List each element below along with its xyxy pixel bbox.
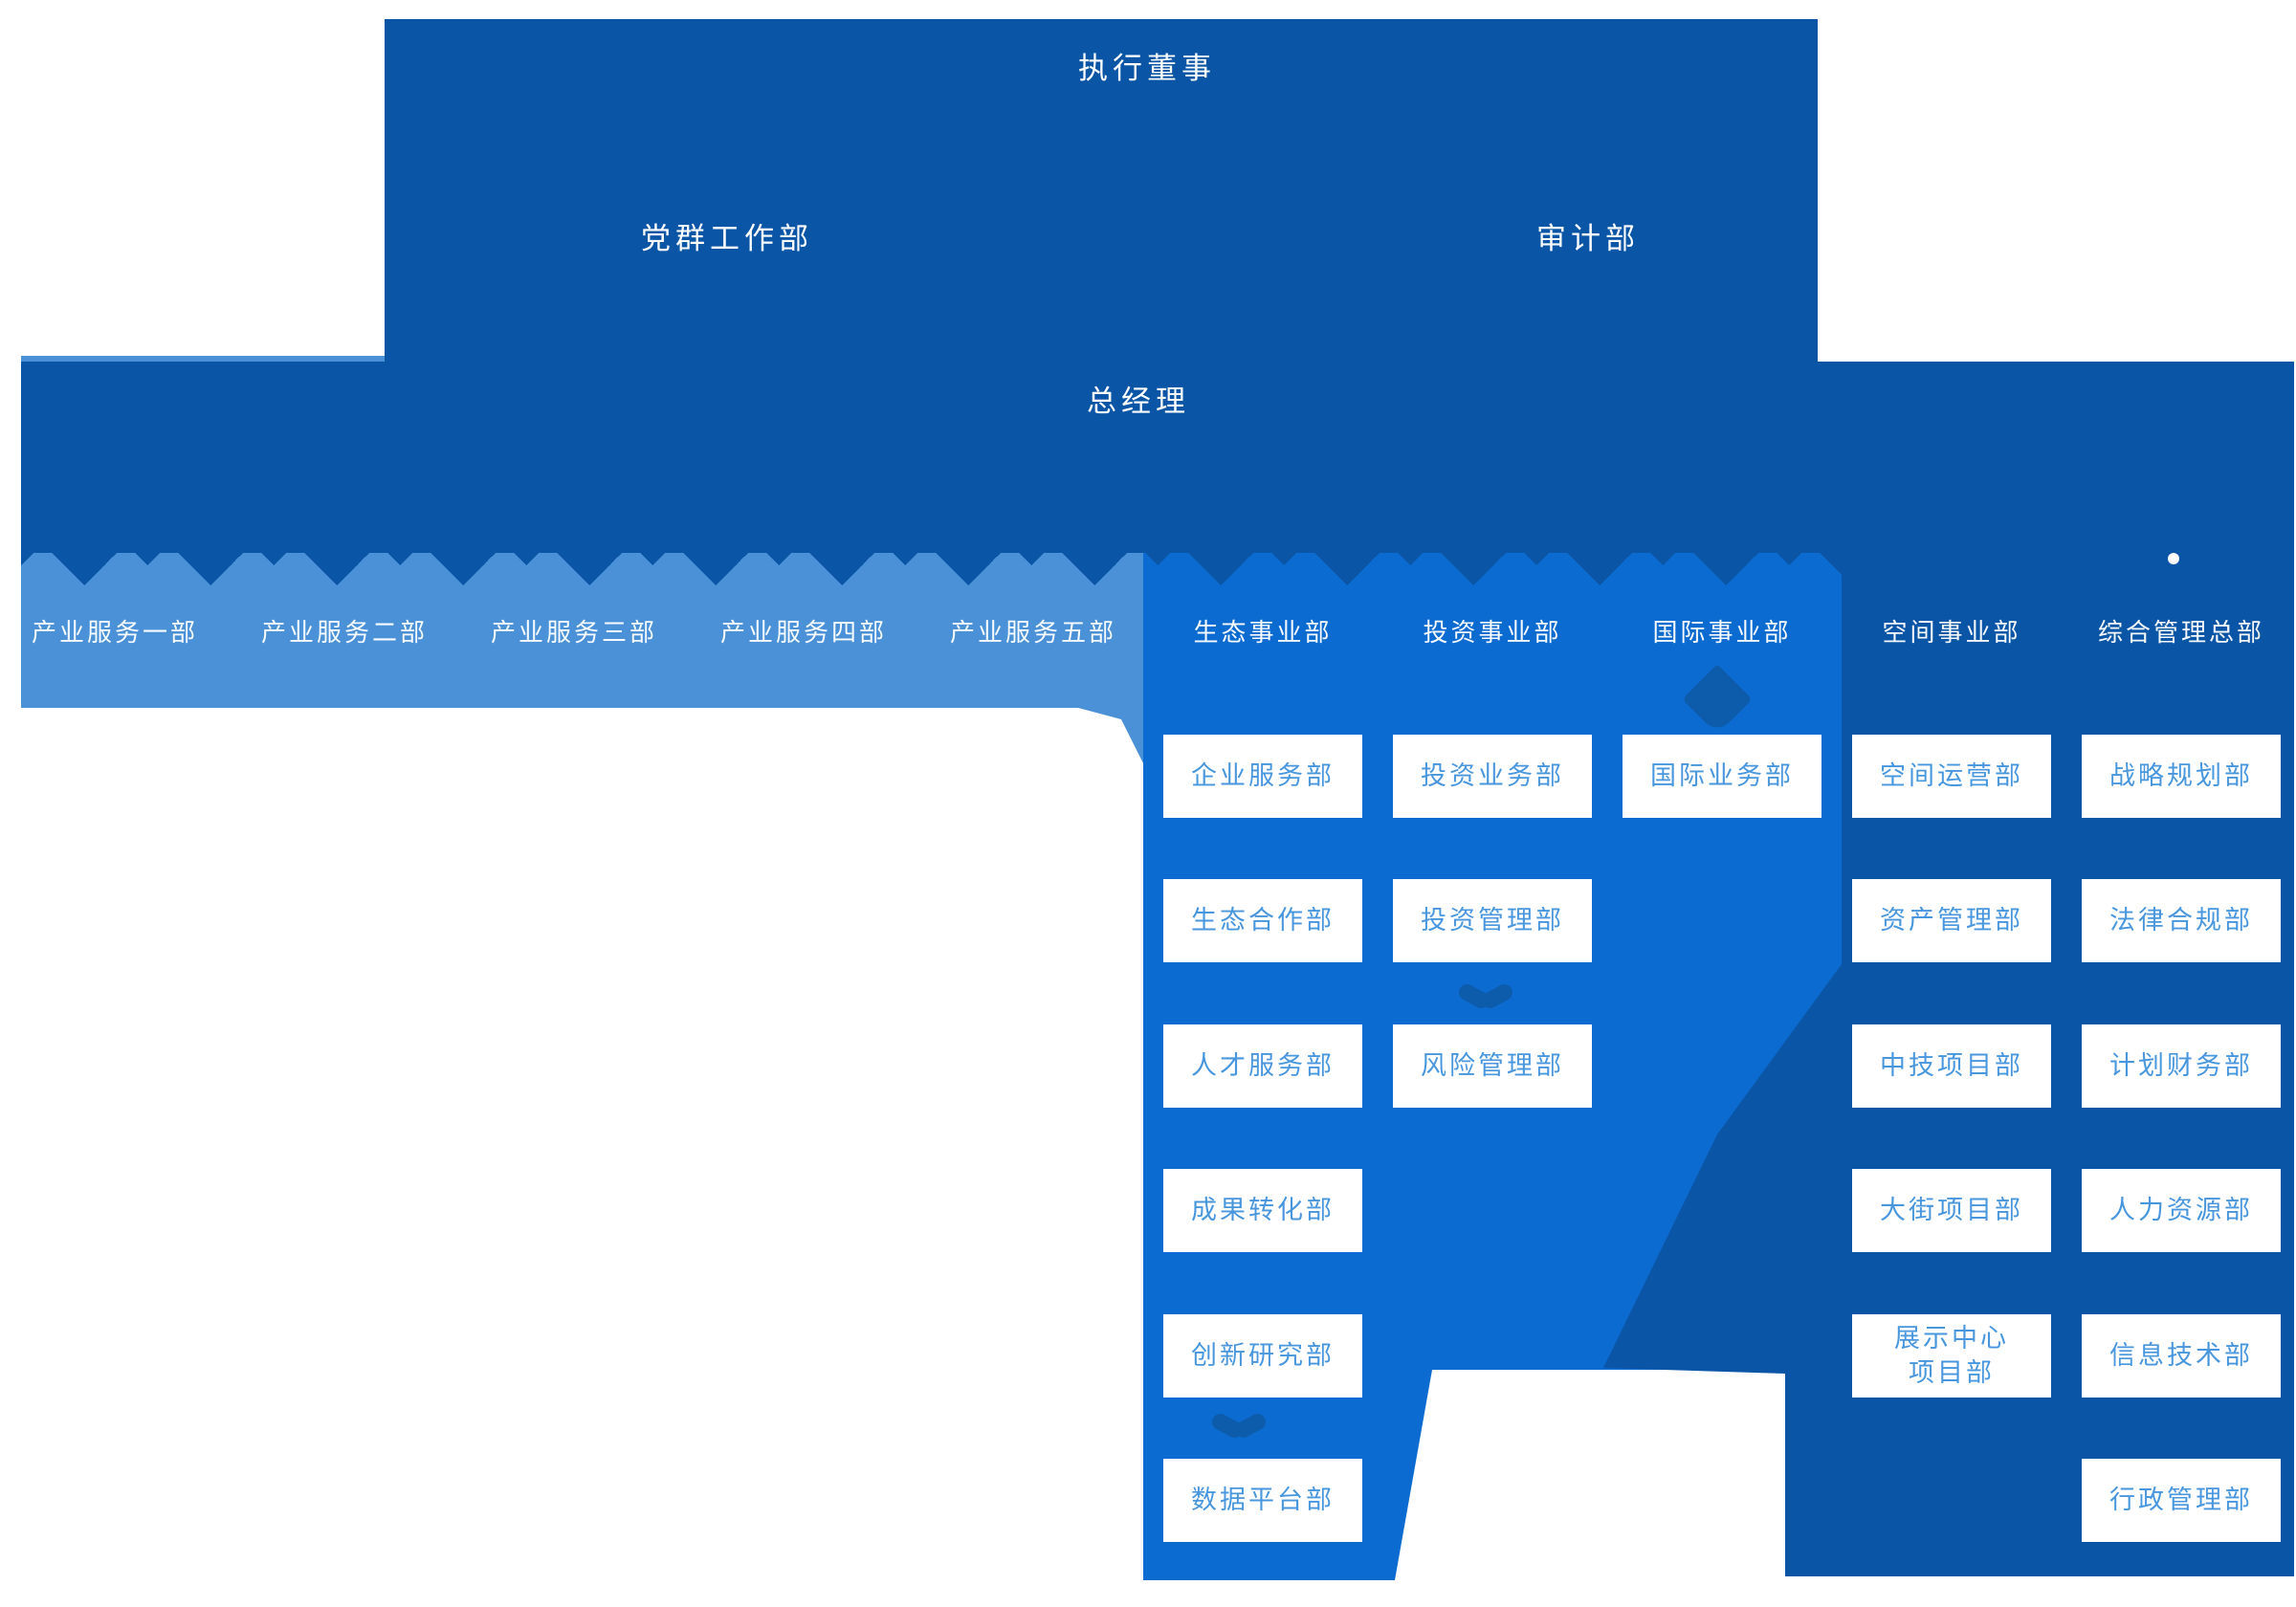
- dept-card: 资产管理部: [1852, 879, 2051, 962]
- dept-card: 生态合作部: [1163, 879, 1362, 962]
- zigzag-edge-decoration: [21, 551, 1846, 585]
- division-header-general-management: 综合管理总部: [2097, 618, 2264, 647]
- division-header-investment: 投资事业部: [1423, 618, 1562, 647]
- dept-card: 国际业务部: [1623, 735, 1821, 818]
- node-audit-dept: 审计部: [1536, 222, 1640, 255]
- dept-card: 展示中心 项目部: [1852, 1314, 2051, 1398]
- division-header-space: 空间事业部: [1882, 618, 2021, 647]
- division-header-industry-5: 产业服务五部: [949, 618, 1116, 647]
- division-header-industry-3: 产业服务三部: [490, 618, 657, 647]
- dept-card: 投资业务部: [1393, 735, 1592, 818]
- division-header-industry-1: 产业服务一部: [31, 618, 198, 647]
- node-executive-director: 执行董事: [1078, 52, 1216, 85]
- down-arrow-heart-icon: [1458, 986, 1513, 1015]
- dept-card: 行政管理部: [2082, 1459, 2281, 1542]
- dept-card: 人才服务部: [1163, 1024, 1362, 1108]
- division-header-ecology: 生态事业部: [1193, 618, 1333, 647]
- dept-card: 风险管理部: [1393, 1024, 1592, 1108]
- dept-card: 企业服务部: [1163, 735, 1362, 818]
- dept-card: 法律合规部: [2082, 879, 2281, 962]
- general-manager-band: [21, 362, 2294, 553]
- dept-card: 创新研究部: [1163, 1314, 1362, 1398]
- node-party-masses-dept: 党群工作部: [641, 222, 813, 255]
- dept-card: 大街项目部: [1852, 1169, 2051, 1252]
- down-arrow-heart-icon: [1211, 1416, 1267, 1444]
- division-header-international: 国际事业部: [1652, 618, 1792, 647]
- dept-card: 空间运营部: [1852, 735, 2051, 818]
- dept-card: 中技项目部: [1852, 1024, 2051, 1108]
- dept-card: 数据平台部: [1163, 1459, 1362, 1542]
- dept-card: 信息技术部: [2082, 1314, 2281, 1398]
- node-general-manager: 总经理: [1087, 385, 1190, 418]
- dept-card: 投资管理部: [1393, 879, 1592, 962]
- dept-card: 人力资源部: [2082, 1169, 2281, 1252]
- division-header-industry-4: 产业服务四部: [719, 618, 887, 647]
- dept-card: 成果转化部: [1163, 1169, 1362, 1252]
- decorative-dot: [2168, 553, 2179, 564]
- dept-card: 计划财务部: [2082, 1024, 2281, 1108]
- dept-card: 战略规划部: [2082, 735, 2281, 818]
- division-header-industry-2: 产业服务二部: [260, 618, 428, 647]
- executive-band: [385, 19, 1818, 362]
